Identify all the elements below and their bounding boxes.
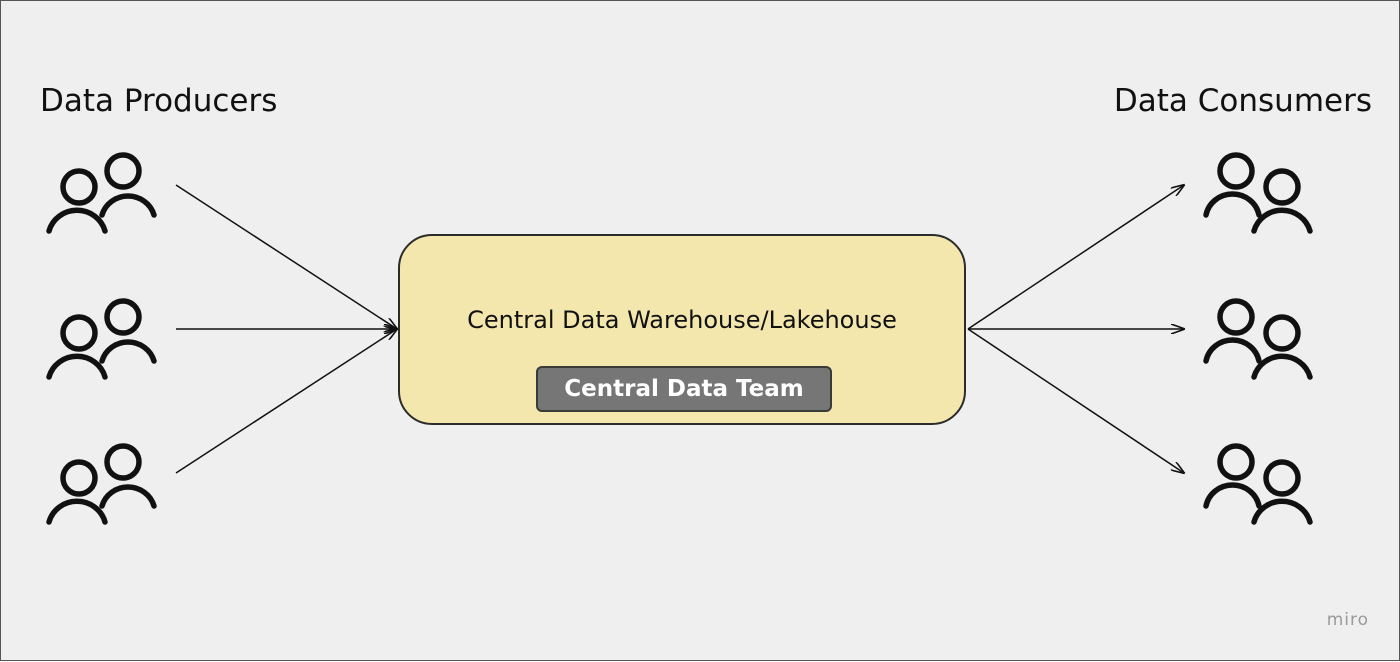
user-group-icon [46, 443, 157, 525]
central-warehouse-node[interactable]: Central Data Warehouse/Lakehouse Central… [398, 234, 966, 425]
producers-heading: Data Producers [40, 83, 278, 119]
user-group-icon [46, 298, 157, 380]
arrow-hub-to-consumer-3 [967, 328, 1184, 473]
user-group-icon [1203, 443, 1313, 525]
user-group-icon [1203, 298, 1313, 380]
consumers-heading: Data Consumers [1113, 83, 1372, 119]
arrow-hub-to-consumer-1 [967, 185, 1184, 330]
arrow-producer-3-to-hub [175, 329, 397, 474]
user-group-icon [46, 152, 157, 234]
hub-title: Central Data Warehouse/Lakehouse [467, 306, 897, 334]
arrow-producer-1-to-hub [175, 184, 397, 329]
miro-watermark: miro [1326, 610, 1369, 630]
central-data-team-badge[interactable]: Central Data Team [536, 366, 832, 412]
user-group-icon [1203, 152, 1313, 234]
